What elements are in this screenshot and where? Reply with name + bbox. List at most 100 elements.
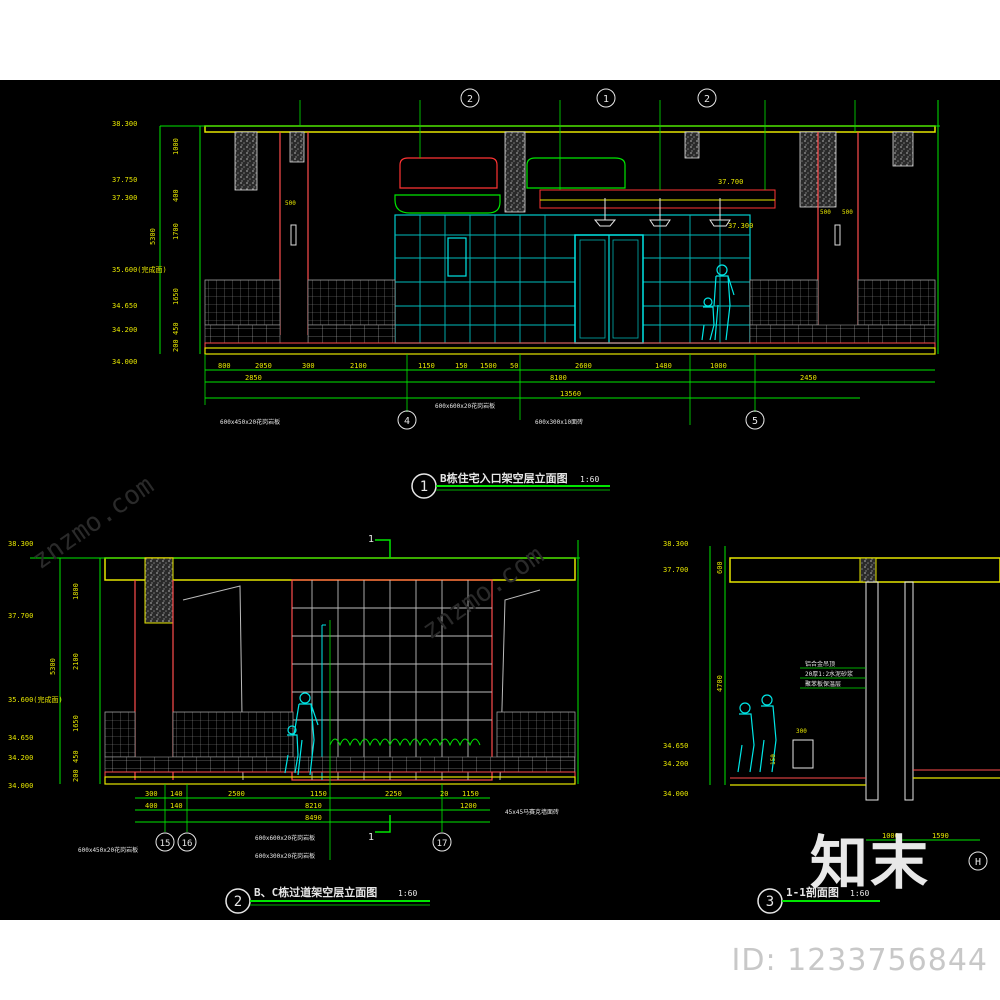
axis-label: 4 <box>404 416 410 427</box>
axis-label: 5 <box>752 416 758 427</box>
horizontal-dimension: 300 <box>302 362 315 370</box>
drawing-number: 1 <box>420 479 428 495</box>
horizontal-dimension: 300 <box>145 790 158 798</box>
material-note: 600x600x20花岗岩板 <box>255 834 315 842</box>
cad-drawing-sheet: 38.300 37.750 37.300 35.600(完成面) 34.650 34.20… <box>0 80 1000 920</box>
vertical-dimension: 1800 <box>72 583 80 600</box>
horizontal-dimension: 8100 <box>550 374 567 382</box>
axis-label: 17 <box>437 839 448 849</box>
level-label: 34.000 <box>663 790 688 798</box>
level-label: 37.700 <box>663 566 688 574</box>
horizontal-dimension: 20 <box>440 790 448 798</box>
horizontal-dimension: 1150 <box>418 362 435 370</box>
section-mark: 1 <box>368 534 374 545</box>
drawing-2-elevation <box>30 539 580 914</box>
vertical-dimension: 450 <box>172 322 180 335</box>
level-label: 34.200 <box>8 754 33 762</box>
vertical-dimension: 450 <box>72 750 80 763</box>
small-dimension: 500 <box>842 209 853 216</box>
vertical-dimension: 1700 <box>172 223 180 240</box>
drawing-title: B、C栋过道架空层立面图 <box>254 885 377 899</box>
watermark-site: znzmo.com <box>27 470 160 575</box>
cad-canvas: 38.300 37.750 37.300 35.600(完成面) 34.650 34.20… <box>8 88 1000 914</box>
callout-number: 2 <box>704 94 710 105</box>
level-label: 38.300 <box>663 540 688 548</box>
level-label: 37.300 <box>112 194 137 202</box>
horizontal-dimension: 140 <box>170 802 183 810</box>
material-note: 600x450x20花岗岩板 <box>220 418 280 426</box>
small-dimension: 150 <box>770 754 777 765</box>
small-dimension: 500 <box>285 200 296 207</box>
level-label: 34.000 <box>8 782 33 790</box>
level-label: 34.650 <box>663 742 688 750</box>
watermark-id: ID: 1233756844 <box>731 943 988 978</box>
level-label: 38.300 <box>8 540 33 548</box>
vertical-dimension: 200 <box>172 339 180 352</box>
material-note: 600x600x20花岗岩板 <box>435 402 495 410</box>
horizontal-dimension: 1500 <box>480 362 497 370</box>
material-note: 600x450x20花岗岩板 <box>78 846 138 854</box>
vertical-dimension: 5300 <box>149 228 157 245</box>
material-note: 45x45马赛克墙面砖 <box>505 808 559 816</box>
vertical-dimension: 1650 <box>172 288 180 305</box>
vertical-dimension: 1650 <box>72 715 80 732</box>
elevation-mark: 37.700 <box>718 178 743 186</box>
vertical-dimension: 600 <box>716 561 724 574</box>
horizontal-dimension: 2600 <box>575 362 592 370</box>
drawing-number: 2 <box>234 894 242 910</box>
level-label: 34.200 <box>663 760 688 768</box>
drawing-number: 3 <box>766 894 774 910</box>
horizontal-dimension: 140 <box>170 790 183 798</box>
horizontal-dimension: 50 <box>510 362 518 370</box>
horizontal-dimension: 2250 <box>385 790 402 798</box>
material-note: 铝合金吊顶 <box>805 660 835 668</box>
horizontal-dimension: 800 <box>218 362 231 370</box>
horizontal-dimension: 2100 <box>350 362 367 370</box>
horizontal-dimension: 150 <box>455 362 468 370</box>
vertical-dimension: 5300 <box>49 658 57 675</box>
drawing-scale: 1:60 <box>850 889 869 898</box>
axis-label: 15 <box>160 839 171 849</box>
level-label: 35.600(完成面) <box>8 695 63 704</box>
horizontal-dimension: 2850 <box>245 374 262 382</box>
small-dimension: 300 <box>796 728 807 735</box>
horizontal-dimension: 1480 <box>655 362 672 370</box>
horizontal-dimension: 2450 <box>800 374 817 382</box>
axis-label: 16 <box>182 839 193 849</box>
elevation-mark: 37.300 <box>728 222 753 230</box>
horizontal-dimension: 1150 <box>462 790 479 798</box>
material-note: 600x300x20花岗岩板 <box>255 852 315 860</box>
vertical-dimension: 1000 <box>172 138 180 155</box>
drawing-3-section <box>709 546 1000 914</box>
horizontal-dimension: 400 <box>145 802 158 810</box>
level-label: 34.000 <box>112 358 137 366</box>
horizontal-dimension: 1590 <box>932 832 949 840</box>
horizontal-dimension: 8210 <box>305 802 322 810</box>
level-label: 34.650 <box>8 734 33 742</box>
horizontal-dimension: 1000 <box>710 362 727 370</box>
vertical-dimension: 4700 <box>716 675 724 692</box>
callout-number: 1 <box>603 94 609 105</box>
total-dimension: 13560 <box>560 390 581 398</box>
level-label: 34.200 <box>112 326 137 334</box>
drawing-1-elevation <box>159 88 940 499</box>
material-note: 20厚1:2水泥砂浆 <box>805 670 853 678</box>
horizontal-dimension: 1150 <box>310 790 327 798</box>
material-note: 聚苯板保温层 <box>805 680 841 688</box>
axis-label: H <box>975 857 981 868</box>
level-label: 34.650 <box>112 302 137 310</box>
drawing-scale: 1:60 <box>398 889 417 898</box>
horizontal-dimension: 1200 <box>460 802 477 810</box>
horizontal-dimension: 2500 <box>228 790 245 798</box>
vertical-dimension: 400 <box>172 189 180 202</box>
drawing-title: 1-1剖面图 <box>786 885 839 899</box>
material-note: 600x300x10面砖 <box>535 418 583 426</box>
watermark-brand: 知末 <box>809 829 930 897</box>
total-dimension: 8490 <box>305 814 322 822</box>
level-label: 37.750 <box>112 176 137 184</box>
level-label: 37.700 <box>8 612 33 620</box>
drawing-scale: 1:60 <box>580 475 599 484</box>
callout-number: 2 <box>467 94 473 105</box>
level-label: 38.300 <box>112 120 137 128</box>
horizontal-dimension: 2050 <box>255 362 272 370</box>
